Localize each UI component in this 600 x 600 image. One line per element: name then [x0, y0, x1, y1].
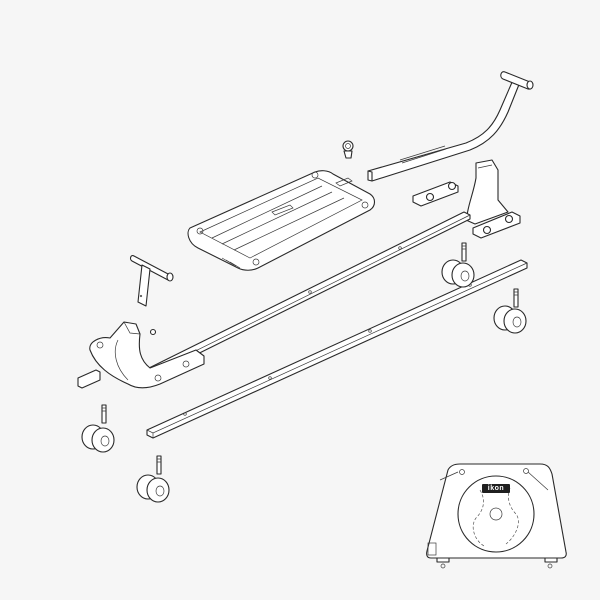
bolt-knob	[342, 140, 354, 159]
t-handle-bar	[367, 71, 534, 182]
right-foot-bracket	[412, 159, 521, 239]
assembled-product-inset	[426, 463, 567, 569]
caster-2	[136, 455, 170, 503]
t-pin	[129, 255, 174, 307]
long-rail-lower	[146, 259, 528, 439]
top-tray	[187, 170, 376, 271]
brand-logo: ikon	[482, 484, 510, 493]
caster-4	[493, 288, 527, 334]
caster-1	[81, 404, 115, 453]
left-foot-bracket	[77, 321, 205, 389]
screw	[149, 328, 157, 336]
caster-3	[441, 242, 475, 288]
